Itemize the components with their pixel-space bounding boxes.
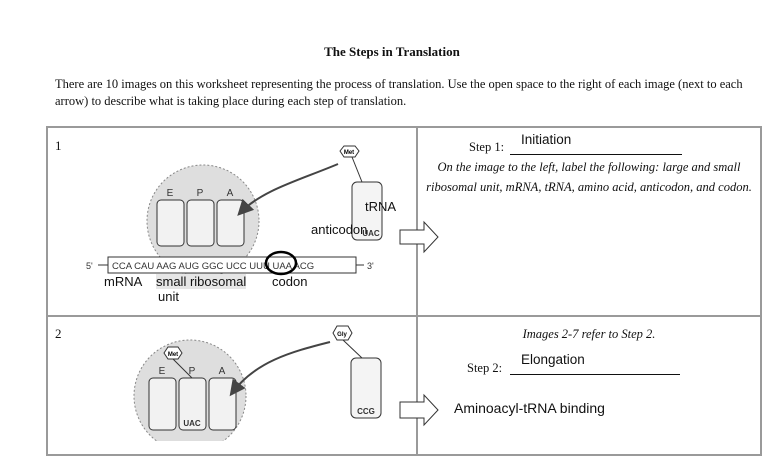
mrna-sequence: CCA CAU AAG AUG GGC UCC UUU UAA ACG	[112, 261, 314, 272]
panel-number-1: 1	[55, 138, 62, 153]
p2-gly-text: Gly	[337, 332, 347, 338]
label-anticodon: anticodon	[311, 222, 368, 237]
site-p-box	[186, 199, 215, 247]
site-e-label: E	[167, 188, 174, 199]
site-a-label: A	[227, 188, 234, 199]
column-divider	[416, 128, 418, 454]
codon-circle-mark	[264, 250, 298, 276]
step1-label: Step 1:	[469, 140, 505, 154]
p2-site-a-box	[208, 377, 237, 431]
label-small-ribosomal: small ribosomal	[156, 274, 247, 289]
panel1-figure: E P A Met UAC 5' 3' CCA CAU AAG AUG GGC …	[86, 145, 439, 278]
p2-site-a-label: A	[219, 366, 226, 377]
step1-arrow[interactable]	[399, 220, 439, 254]
trna-entry-arrow	[237, 163, 339, 216]
step2-label: Step 2:	[467, 361, 503, 375]
p2-gly-link	[342, 339, 363, 359]
panel2-figure: E P A Met UAC Gly CCG	[133, 325, 439, 441]
p2-met-link	[172, 358, 193, 379]
p2-site-e-box	[148, 377, 177, 431]
p2-trna-entry-arrow	[229, 341, 331, 397]
step1-answer-line	[510, 154, 682, 155]
trna-shape	[351, 181, 383, 241]
step2-answer[interactable]: Elongation	[521, 352, 585, 367]
p2-met-hexagon	[163, 346, 183, 360]
label-trna: tRNA	[365, 199, 397, 214]
row-divider	[48, 315, 760, 317]
p2-site-p-label: P	[189, 366, 196, 377]
p2-incoming-anticodon: CCG	[357, 407, 375, 416]
site-e-box	[156, 199, 185, 247]
step1-instructions: On the image to the left, label the foll…	[426, 160, 752, 194]
site-p-label: P	[197, 188, 204, 199]
site-a-box	[216, 199, 245, 247]
strand-5prime: 5'	[86, 261, 93, 271]
p2-gly-hexagon	[332, 325, 353, 341]
p2-site-p-box	[178, 377, 207, 431]
p2-incoming-trna	[350, 357, 382, 419]
translation-diagrams: E P A Met UAC 5' 3' CCA CAU AAG AUG GGC …	[86, 145, 439, 441]
strand-3prime: 3'	[367, 261, 374, 271]
p2-p-anticodon: UAC	[183, 419, 201, 428]
step1-answer[interactable]: Initiation	[521, 132, 572, 147]
amino-acid-link	[351, 156, 363, 183]
p2-site-e-label: E	[159, 366, 166, 377]
amino-acid-met: Met	[344, 150, 354, 156]
step2-arrow[interactable]	[399, 393, 439, 427]
label-mrna: mRNA	[104, 274, 143, 289]
worksheet-intro: There are 10 images on this worksheet re…	[55, 77, 743, 108]
amino-acid-hexagon	[339, 145, 360, 158]
trna-anticodon-text: UAC	[362, 229, 380, 238]
label-unit: unit	[158, 289, 179, 304]
worksheet-title: The Steps in Translation	[324, 44, 460, 59]
step2-description[interactable]: Aminoacyl-tRNA binding	[454, 400, 605, 416]
step2-answer-line	[510, 374, 680, 375]
label-codon: codon	[272, 274, 308, 289]
panel-number-2: 2	[55, 326, 62, 341]
step2-header-note: Images 2-7 refer to Step 2.	[522, 327, 656, 341]
p2-met-text: Met	[168, 352, 178, 358]
